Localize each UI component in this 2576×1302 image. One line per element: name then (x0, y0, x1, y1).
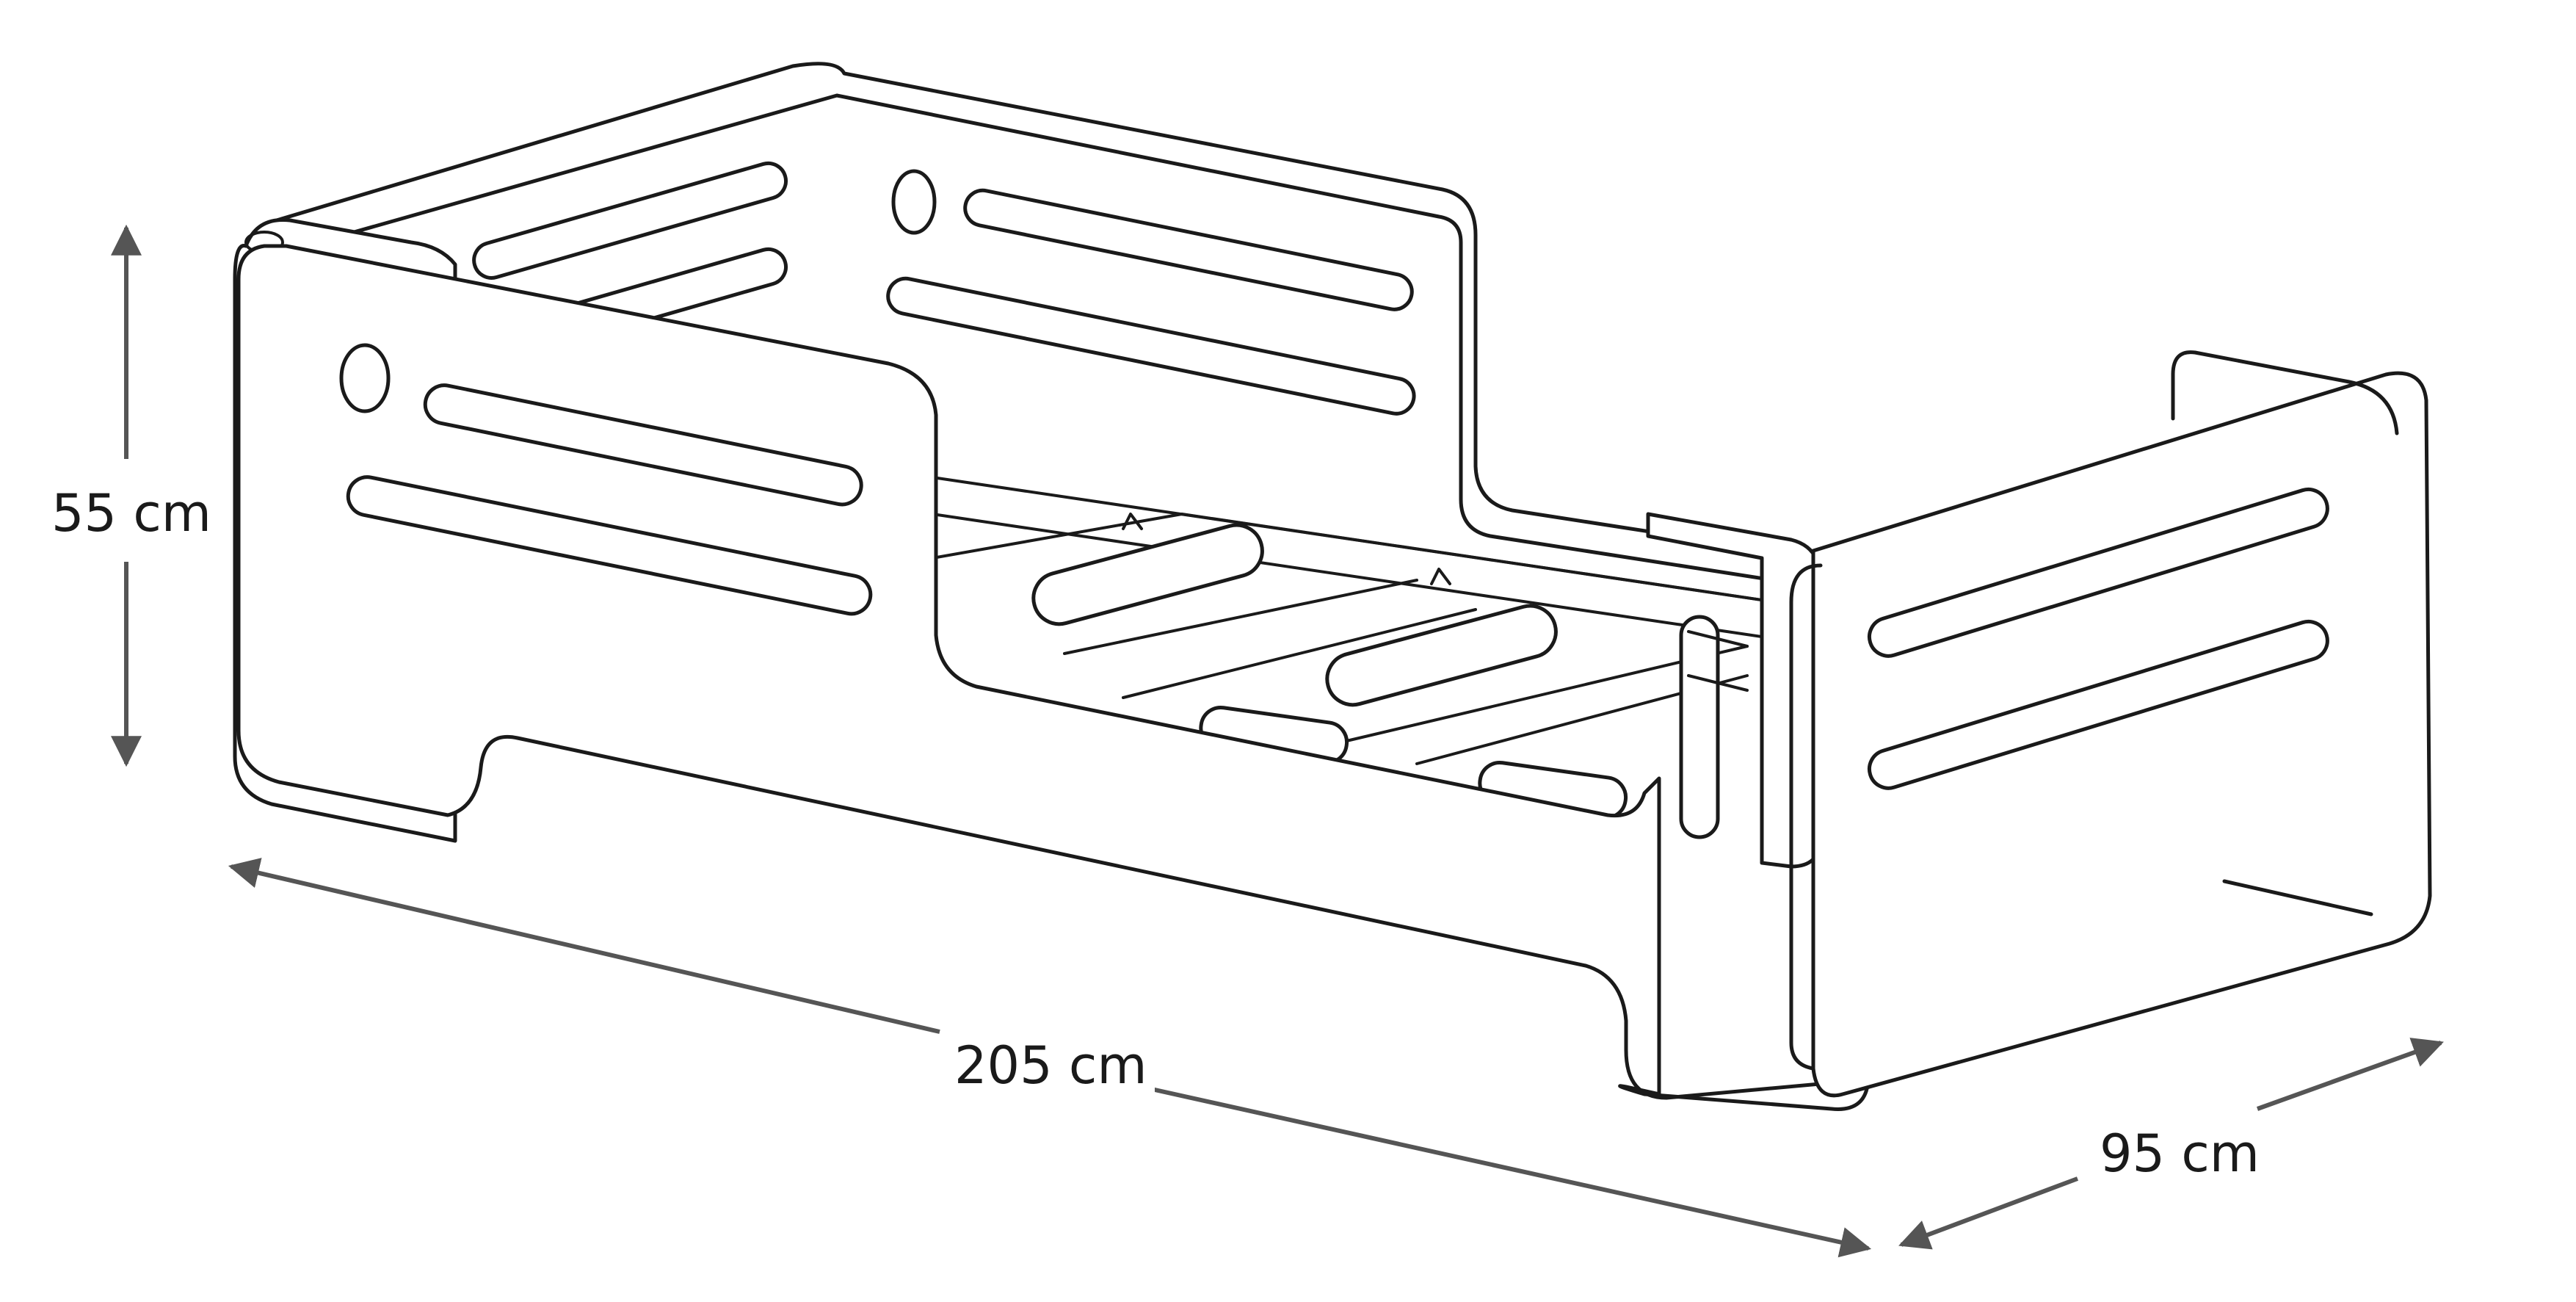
height-dimension-label: 55 cm (44, 485, 219, 542)
foot-end-panel (1789, 350, 2432, 1098)
front-side-panel (236, 244, 1871, 1111)
width-arrow-right (2256, 1038, 2444, 1111)
width-arrow-left (1898, 1176, 2079, 1250)
slatted-base (735, 476, 1778, 820)
width-dimension-label: 95 cm (2092, 1125, 2267, 1182)
length-arrow-left (228, 858, 940, 1034)
length-dimension-label: 205 cm (947, 1037, 1155, 1094)
dimension-arrows (111, 224, 2444, 1258)
length-arrow-right (1141, 1085, 1872, 1258)
